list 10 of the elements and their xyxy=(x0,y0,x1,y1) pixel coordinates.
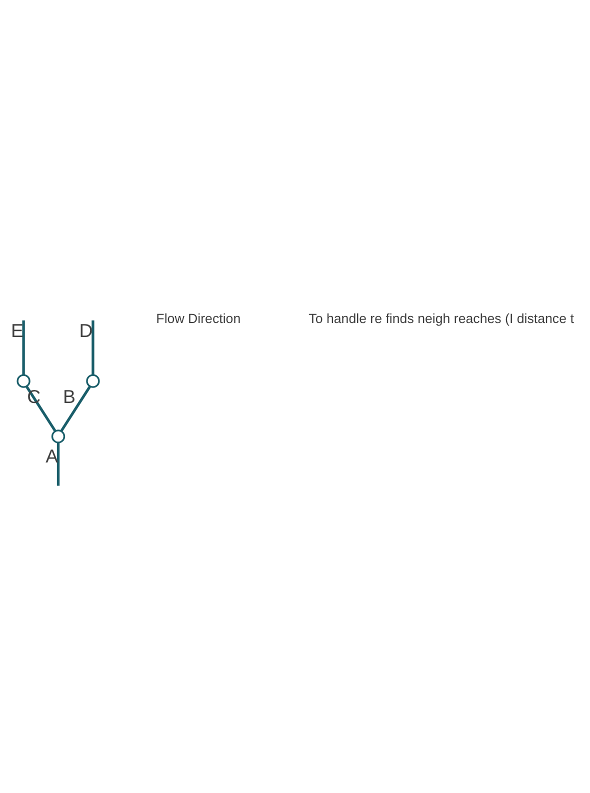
label: Flow Direction xyxy=(156,310,241,326)
node-circle xyxy=(51,429,66,443)
node-circle xyxy=(86,374,100,388)
connector xyxy=(22,320,25,375)
connector xyxy=(56,442,60,486)
node-circle xyxy=(16,374,30,388)
connector xyxy=(92,320,94,375)
connector xyxy=(60,385,92,432)
edge-label: B xyxy=(63,386,76,407)
label: To handle re finds neigh reaches (I distance t xyxy=(308,310,574,326)
